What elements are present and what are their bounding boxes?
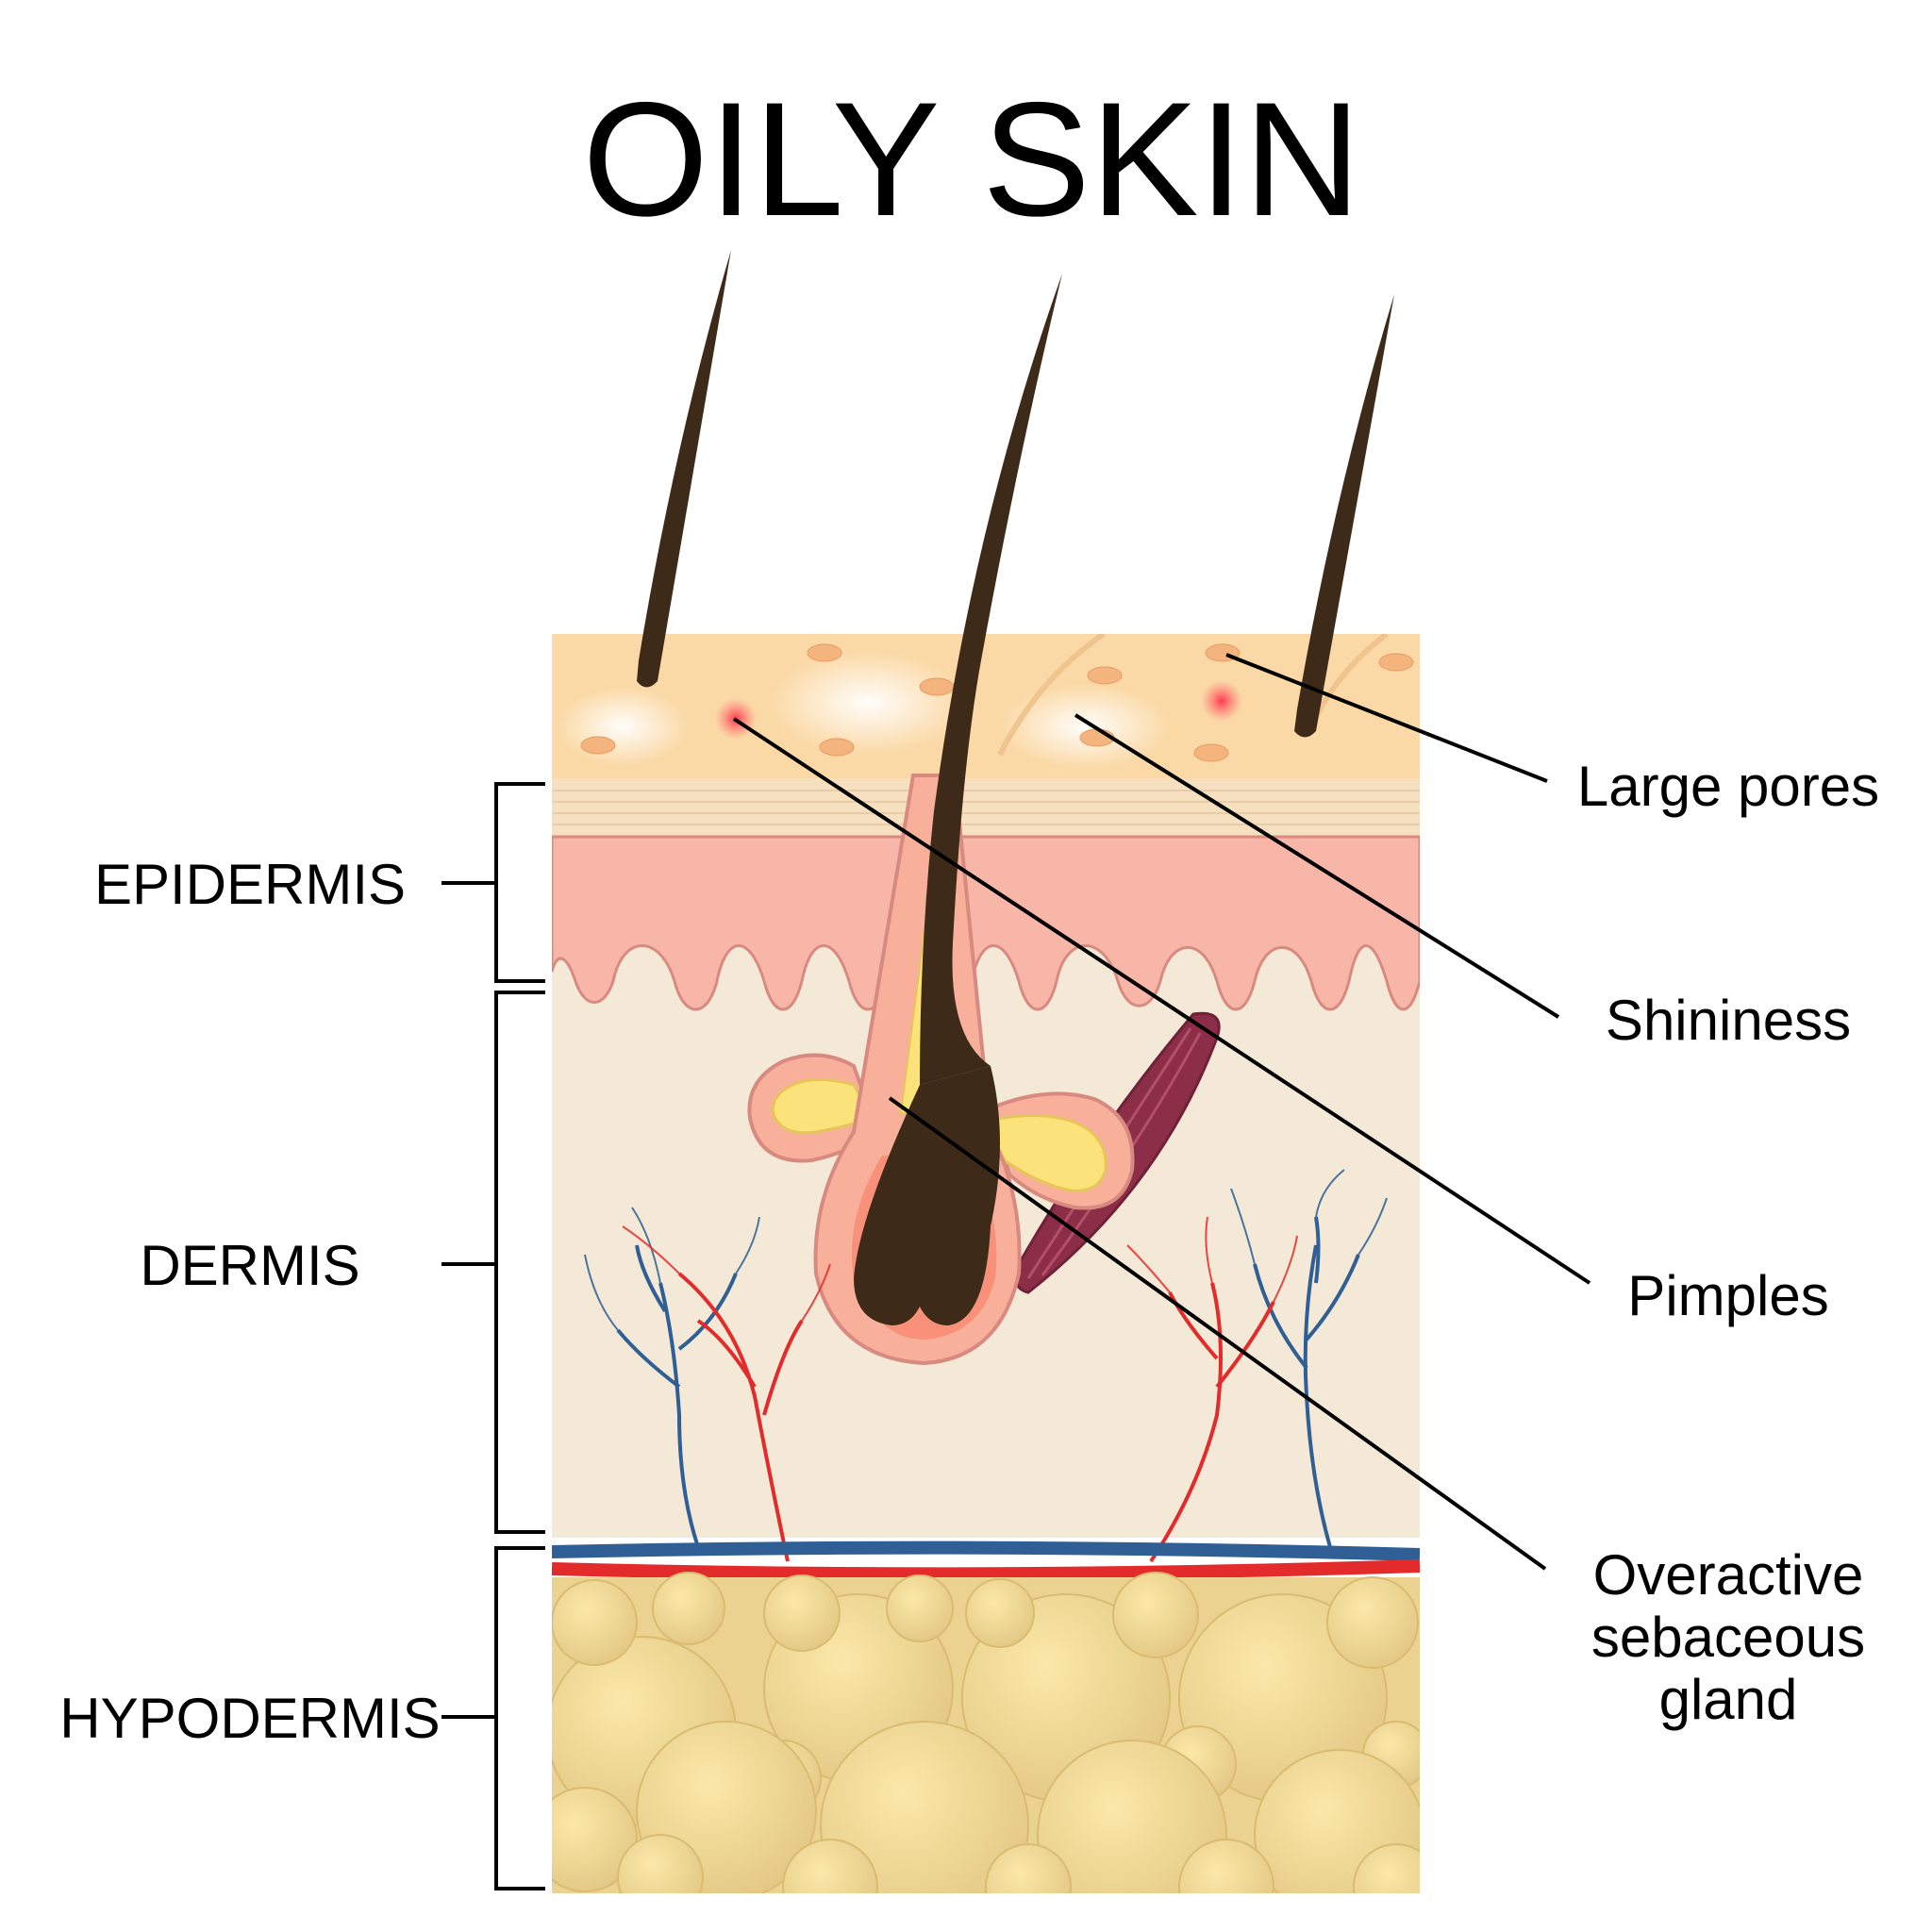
leader-sebaceous-gland	[888, 1096, 1547, 1571]
hair-center	[920, 274, 1062, 1085]
shininess-label: Shininess	[1606, 989, 1851, 1052]
leader-pimples	[732, 717, 1591, 1285]
pores	[580, 643, 1414, 762]
stratum-band	[552, 778, 1420, 837]
page-title: OILY SKIN	[582, 69, 1360, 250]
layer-brackets	[441, 782, 545, 1890]
pimple-dot	[1201, 680, 1242, 722]
sebaceous-gland	[747, 1053, 1135, 1210]
epidermis-label: EPIDERMIS	[94, 853, 406, 916]
epidermis-layer	[552, 835, 1420, 1011]
skin-surface	[552, 634, 1420, 790]
hair-right	[1294, 294, 1394, 738]
shine-spot	[769, 651, 967, 755]
dermis-label: DERMIS	[140, 1234, 359, 1297]
stratum-lines	[552, 790, 1420, 825]
hairs	[637, 250, 1394, 1085]
leader-large-pores	[1225, 653, 1548, 783]
hypodermis-label: HYPODERMIS	[59, 1687, 440, 1750]
large-pores-label: Large pores	[1577, 755, 1879, 818]
blood-vessels	[552, 1169, 1420, 1581]
epidermis-bracket	[494, 782, 545, 983]
gland-label-line3: gland	[1659, 1668, 1798, 1731]
hair-left	[637, 250, 731, 688]
leader-lines	[732, 653, 1591, 1571]
hair-bulb	[854, 1066, 1000, 1325]
gland-label-line2: sebaceous	[1591, 1606, 1865, 1669]
dermis-bracket	[494, 991, 545, 1534]
skin-cross-section	[552, 634, 1420, 1893]
gland-label-line1: Overactive	[1593, 1543, 1864, 1607]
fat-cells	[552, 1572, 1420, 1893]
shine-spot	[557, 687, 689, 766]
pimples-label: Pimples	[1627, 1264, 1828, 1327]
hypodermis-bracket	[494, 1546, 545, 1890]
leader-shininess	[1074, 713, 1560, 1019]
